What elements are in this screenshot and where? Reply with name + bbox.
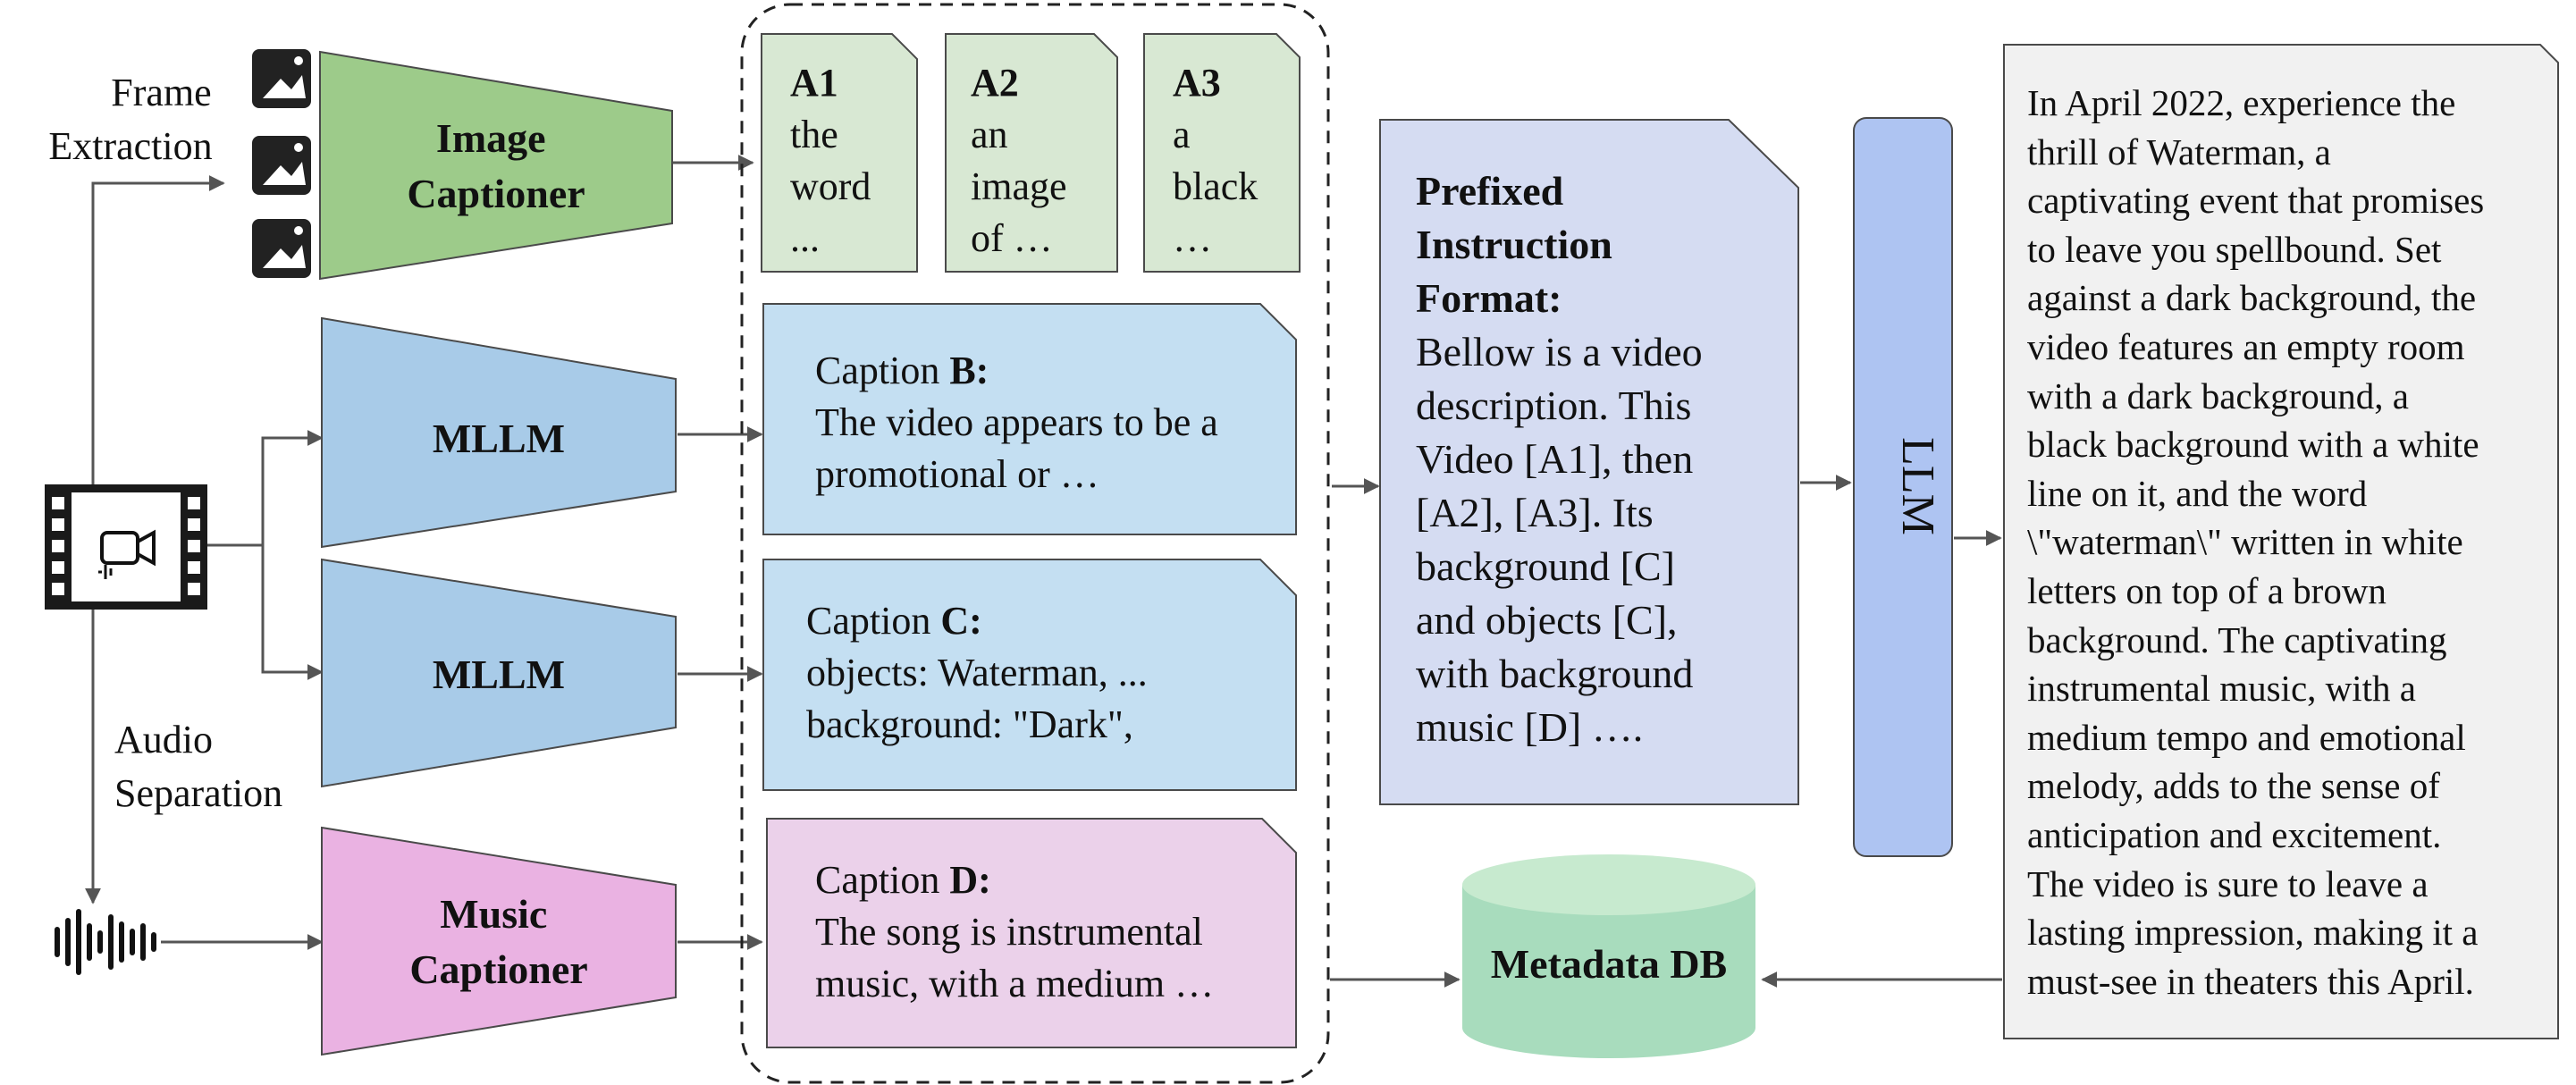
video-icon <box>45 484 207 610</box>
caption-b-text: The video appears to be a promotional or… <box>815 400 1218 496</box>
llm-block <box>1853 117 1953 857</box>
frame-image-icon <box>252 136 311 195</box>
caption-b-prefix: Caption <box>815 349 950 392</box>
output-box <box>2003 44 2559 1039</box>
caption-d: Caption D: The song is instrumental musi… <box>815 854 1214 1010</box>
audio-waveform-icon <box>55 909 156 975</box>
caption-c-box <box>762 559 1297 791</box>
frame-extraction-label: Frame Extraction <box>48 71 221 168</box>
frame-image-icon <box>252 49 311 108</box>
caption-a2: A2 an image of … <box>971 57 1067 265</box>
caption-a2-text: an image of … <box>971 113 1067 260</box>
mllm-block-2 <box>321 558 677 788</box>
caption-a2-box <box>945 33 1118 273</box>
caption-a2-label: A2 <box>971 61 1019 105</box>
caption-b: Caption B: The video appears to be a pro… <box>815 345 1218 500</box>
caption-a3-label: A3 <box>1173 61 1221 105</box>
mllm-label-2: MLLM <box>433 652 565 697</box>
caption-a3-box <box>1143 33 1301 273</box>
music-captioner-label: Music Captioner <box>409 891 587 992</box>
instruction-text: Prefixed Instruction Format: Bellow is a… <box>1416 164 1703 754</box>
connector-lines <box>85 155 2002 988</box>
audio-separation-label: Audio Separation <box>114 718 282 815</box>
llm-label: LLM <box>1892 437 1943 535</box>
mllm-label-1: MLLM <box>433 416 565 461</box>
frame-image-icon <box>252 219 311 278</box>
output-text: In April 2022, experience the thrill of … <box>2027 82 2485 1002</box>
music-captioner-block <box>321 826 677 1056</box>
caption-a1-text: the word ... <box>790 113 871 260</box>
caption-a3: A3 a black … <box>1173 57 1258 265</box>
caption-c-prefix: Caption <box>806 599 941 643</box>
caption-d-label: D: <box>949 858 991 902</box>
caption-d-prefix: Caption <box>815 858 950 902</box>
metadata-db-cylinder <box>1462 854 1755 1058</box>
instruction-box <box>1379 119 1799 805</box>
instruction-title: Prefixed Instruction Format: <box>1416 168 1612 321</box>
caption-d-text: The song is instrumental music, with a m… <box>815 910 1215 1005</box>
caption-c: Caption C: objects: Waterman, ... backgr… <box>806 595 1148 751</box>
image-captioner-label: Image Captioner <box>407 115 585 216</box>
instruction-body: Bellow is a video description. This Vide… <box>1416 329 1703 750</box>
caption-group-frame <box>740 3 1330 1084</box>
caption-b-box <box>762 303 1297 535</box>
caption-b-label: B: <box>949 349 989 392</box>
caption-c-label: C: <box>940 599 982 643</box>
caption-a1-box <box>761 33 918 273</box>
metadata-db-label: Metadata DB <box>1491 941 1727 987</box>
caption-a1-label: A1 <box>790 61 838 105</box>
caption-d-box <box>766 818 1297 1048</box>
caption-c-text: objects: Waterman, ... background: "Dark… <box>806 651 1148 746</box>
mllm-block-1 <box>321 316 677 549</box>
caption-a1: A1 the word ... <box>790 57 871 265</box>
image-captioner-block <box>319 50 673 281</box>
caption-a3-text: a black … <box>1173 113 1259 260</box>
